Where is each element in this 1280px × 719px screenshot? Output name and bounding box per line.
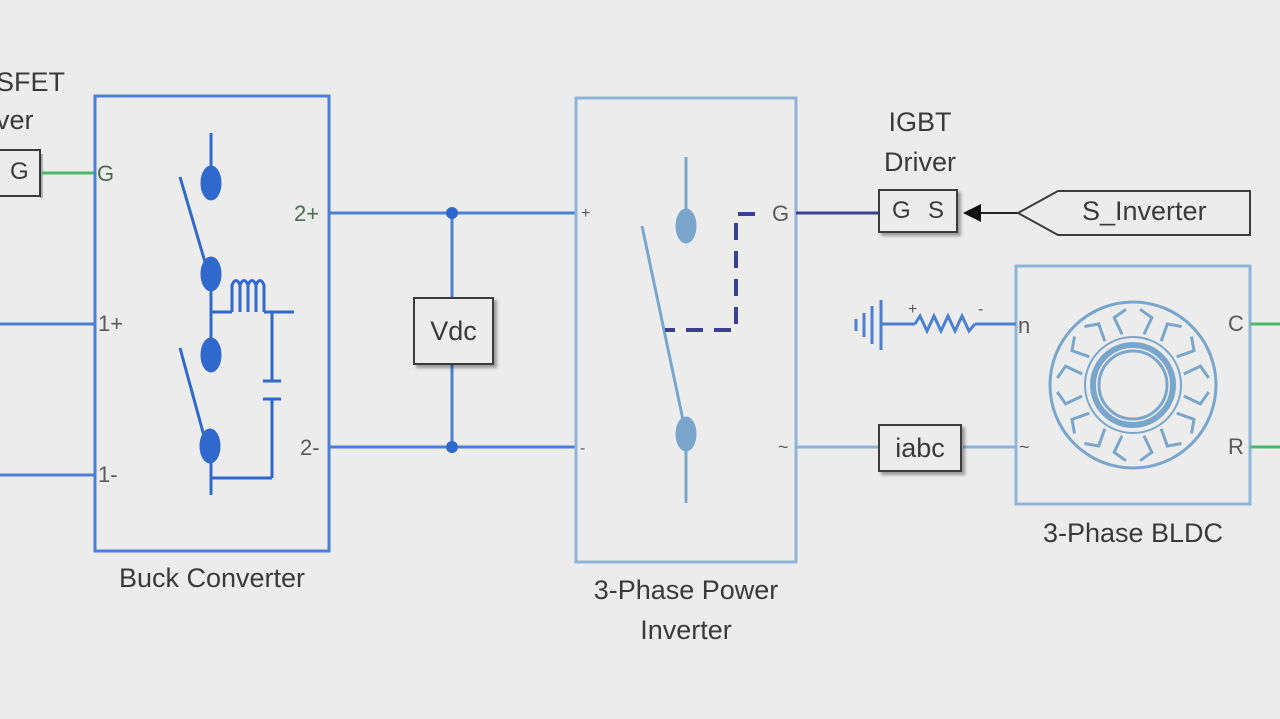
buck-port-2minus: 2-: [300, 435, 320, 460]
igbt-driver-block[interactable]: G S: [878, 189, 958, 233]
bldc-port-r: R: [1228, 434, 1244, 459]
bldc-port-n: n: [1018, 313, 1031, 338]
inverter-label-1: 3-Phase Power: [593, 575, 779, 605]
vdc-block[interactable]: Vdc: [413, 297, 494, 365]
resistor-minus: -: [978, 301, 984, 318]
buck-port-1plus: 1+: [98, 311, 124, 336]
igbt-port-s: S: [927, 197, 944, 224]
mosfet-driver-title-1: SFET: [0, 67, 66, 97]
inverter-port-plus: +: [581, 205, 591, 222]
stator-tooth: [1084, 308, 1127, 342]
resistor-icon: [881, 312, 1016, 335]
buck-port-g: G: [97, 161, 115, 186]
buck-port-2plus: 2+: [294, 201, 320, 226]
mosfet-driver-port-g: G: [10, 158, 29, 185]
buck-converter-icon: [178, 133, 294, 495]
vdc-label: Vdc: [430, 315, 477, 346]
ground-icon: [854, 300, 883, 350]
mosfet-driver-title-2: ver: [0, 105, 34, 135]
s-inverter-tag-shape[interactable]: [1015, 190, 1251, 236]
mosfet-driver-block[interactable]: [0, 149, 43, 198]
inverter-port-g: G: [772, 201, 790, 226]
igbt-port-g: G: [892, 197, 911, 224]
junction-dot-top: [446, 207, 458, 219]
inverter-port-ac: ~: [778, 437, 789, 457]
buck-port-1minus: 1-: [98, 462, 118, 487]
inverter-switch-icon: [640, 157, 697, 503]
signal-arrowhead: [963, 204, 981, 222]
inverter-port-minus: -: [580, 440, 586, 457]
stator-tooth: [1139, 428, 1182, 462]
bldc-port-c: C: [1228, 311, 1244, 336]
s-inverter-label: S_Inverter: [1082, 196, 1207, 226]
junction-dot-bottom: [446, 441, 458, 453]
iabc-label: iabc: [895, 432, 945, 463]
inverter-block[interactable]: [574, 96, 798, 564]
buck-converter-label: Buck Converter: [118, 563, 306, 593]
inverter-label-2: Inverter: [640, 615, 732, 645]
gate-dashed-link: [665, 212, 755, 332]
stator-tooth: [1084, 428, 1127, 462]
motor-stator-icon: [1048, 300, 1218, 470]
bldc-block[interactable]: [1014, 264, 1252, 506]
stator-tooth: [1176, 336, 1210, 379]
bldc-label: 3-Phase BLDC: [1042, 518, 1224, 548]
stator-tooth: [1056, 336, 1090, 379]
stator-tooth: [1176, 391, 1210, 434]
stator-tooth: [1056, 391, 1090, 434]
iabc-block[interactable]: iabc: [878, 424, 962, 472]
igbt-driver-title-2: Driver: [884, 147, 956, 177]
stator-tooth: [1139, 308, 1182, 342]
resistor-plus: +: [908, 301, 918, 318]
igbt-driver-title-1: IGBT: [888, 107, 952, 137]
bldc-port-ac: ~: [1019, 437, 1030, 457]
